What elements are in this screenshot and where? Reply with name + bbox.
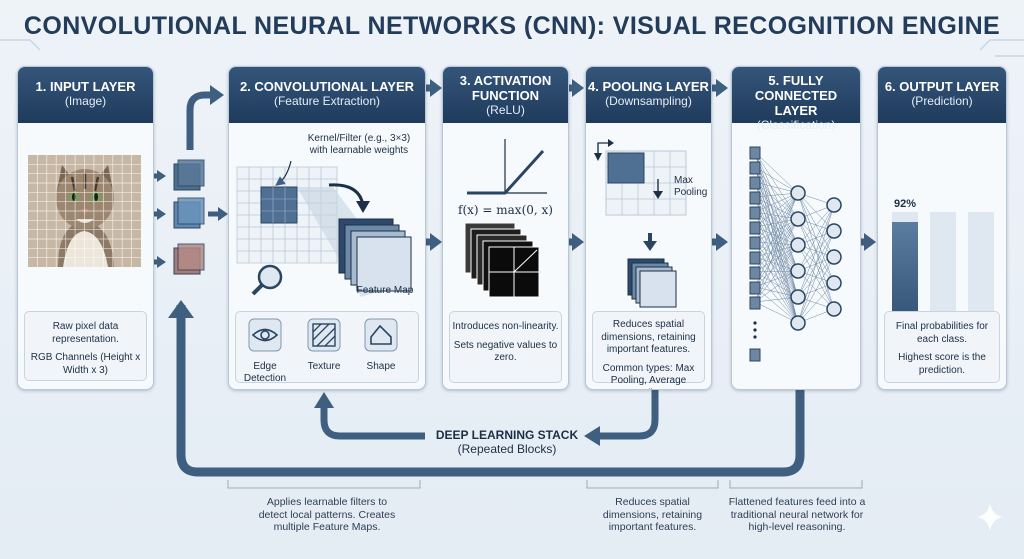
pooling-illustration: [594, 139, 687, 308]
feedback-loop-arrow: [176, 305, 805, 477]
conv-layer-header: 2. CONVOLUTIONAL LAYER (Feature Extracti…: [229, 67, 425, 123]
conv-layer-title: 2. CONVOLUTIONAL LAYER: [239, 79, 415, 94]
input-desc-1: Raw pixel data representation.: [52, 321, 119, 345]
fc-input-unit: [749, 191, 761, 205]
pool-note: Reduces spatial dimensions, retaining im…: [602, 496, 703, 533]
eye-icon: [248, 318, 282, 352]
deep-learning-stack: DEEP LEARNING STACK (Repeated Blocks): [422, 428, 592, 456]
fc-neuron-layer-1: [790, 237, 806, 253]
pooled-map-front: [639, 270, 677, 308]
conv-layer-subtitle: (Feature Extraction): [273, 94, 381, 108]
relu-curve: [467, 149, 545, 195]
fc-network: [749, 146, 842, 362]
diagram-title: CONVOLUTIONAL NEURAL NETWORKS (CNN): VIS…: [23, 12, 1001, 40]
pooling-title: 4. POOLING LAYER: [588, 79, 709, 94]
output-header: 6. OUTPUT LAYER (Prediction): [878, 67, 1006, 123]
fc-input-unit: [749, 221, 761, 235]
output-desc-1: Final probabilities for each class.: [895, 321, 989, 345]
feature-texture: Texture: [297, 318, 351, 373]
fc-input-unit: [749, 161, 761, 175]
stack-title: DEEP LEARNING STACK: [435, 428, 579, 442]
fc-title: 5. FULLY CONNECTED LAYER: [754, 73, 838, 118]
magnifier-icon: [257, 264, 283, 290]
stack-right-arrow: [598, 390, 659, 440]
fc-input-unit: [749, 281, 761, 295]
fc-input-unit: [749, 266, 761, 280]
pooling-desc-2: Common types: Max Pooling, Average Pooli…: [602, 362, 695, 390]
feature-edge-label: Edge Detection: [243, 361, 287, 384]
input-layer-panel: 1. INPUT LAYER (Image) Raw pixel data re…: [17, 66, 154, 390]
texture-icon: [307, 318, 341, 352]
output-description: Final probabilities for each class. High…: [886, 321, 998, 383]
activation-title: 3. ACTIVATION FUNCTION: [459, 73, 552, 103]
input-layer-description: Raw pixel data representation. RGB Chann…: [26, 321, 145, 383]
pooling-subtitle: (Downsampling): [605, 94, 692, 108]
input-layer-title: 1. INPUT LAYER: [35, 79, 136, 94]
fc-input-unit: [749, 146, 761, 160]
bar-pct-cat: 92%: [893, 198, 917, 210]
fc-neuron-layer-2: [826, 197, 842, 213]
fc-input-unit: [749, 236, 761, 250]
fc-panel: 5. FULLY CONNECTED LAYER (Classification…: [731, 66, 861, 390]
activation-description: Introduces non-linearity. Sets negative …: [451, 321, 560, 371]
kernel-square: [260, 186, 298, 224]
feature-shape-label: Shape: [366, 361, 396, 372]
activation-subtitle: (ReLU): [486, 103, 525, 117]
cat-image: [28, 155, 141, 267]
fc-neuron-layer-2: [826, 249, 842, 265]
feature-map-front: [356, 236, 412, 292]
fc-neuron-layer-1: [790, 289, 806, 305]
input-layer-subtitle: (Image): [64, 94, 107, 108]
feature-edge-detection: Edge Detection: [238, 318, 292, 385]
activation-header: 3. ACTIVATION FUNCTION (ReLU): [443, 67, 568, 123]
output-subtitle: (Prediction): [911, 94, 973, 108]
conv-illustration: [236, 160, 412, 297]
activation-desc-2: Sets negative values to zero.: [453, 339, 558, 364]
fc-note: Flattened features feed into a tradition…: [728, 496, 866, 533]
fc-neuron-layer-1: [790, 185, 806, 201]
relu-graph: [464, 139, 547, 298]
fc-input-unit-last: [749, 348, 761, 362]
output-panel: 6. OUTPUT LAYER (Prediction) 92%CAT5%DOG…: [877, 66, 1007, 390]
kernel-label: Kernel/Filter (e.g., 3×3) with learnable…: [307, 133, 411, 156]
sparkle-icon: [977, 503, 1003, 531]
stack-left-arrow: [320, 404, 425, 440]
fc-input-unit: [749, 296, 761, 310]
fc-input-unit: [749, 206, 761, 220]
fc-header: 5. FULLY CONNECTED LAYER (Classification…: [732, 67, 860, 132]
output-title: 6. OUTPUT LAYER: [884, 79, 1000, 94]
fc-neuron-layer-1: [790, 263, 806, 279]
input-to-conv-upper-arrow: [186, 91, 212, 150]
input-desc-2: RGB Channels (Height x Width x 3): [30, 352, 141, 376]
fc-input-unit: [749, 251, 761, 265]
fc-input-unit: [749, 176, 761, 190]
fc-subtitle: (Classification): [756, 118, 836, 132]
fc-neuron-layer-1: [790, 211, 806, 227]
stack-subtitle: (Repeated Blocks): [457, 442, 557, 456]
pooling-description: Reduces spatial dimensions, retaining im…: [594, 319, 703, 390]
feature-shape: Shape: [354, 318, 408, 373]
fc-neuron-layer-2: [826, 275, 842, 291]
output-desc-2: Highest score is the prediction.: [898, 352, 986, 376]
activation-panel: 3. ACTIVATION FUNCTION (ReLU) f(x) = max…: [442, 66, 569, 390]
pooling-desc-1: Reduces spatial dimensions, retaining im…: [601, 319, 696, 355]
feature-texture-label: Texture: [307, 361, 341, 372]
fc-neuron-layer-2: [826, 223, 842, 239]
pooling-panel: 4. POOLING LAYER (Downsampling) Max Pool…: [585, 66, 712, 390]
input-layer-header: 1. INPUT LAYER (Image): [18, 67, 153, 123]
fc-neuron-layer-1: [790, 315, 806, 331]
pooling-header: 4. POOLING LAYER (Downsampling): [586, 67, 711, 123]
relu-formula: f(x) = max(0, x): [458, 203, 553, 217]
activation-desc-1: Introduces non-linearity.: [452, 321, 559, 332]
feedback-arrowhead: [168, 300, 194, 318]
conv-note: Applies learnable filters to detect loca…: [258, 496, 396, 533]
feature-map-label: Feature Map: [356, 285, 414, 296]
max-pooling-label: Max Pooling: [674, 175, 708, 198]
shape-icon: [364, 318, 398, 352]
fc-neuron-layer-2: [826, 301, 842, 317]
